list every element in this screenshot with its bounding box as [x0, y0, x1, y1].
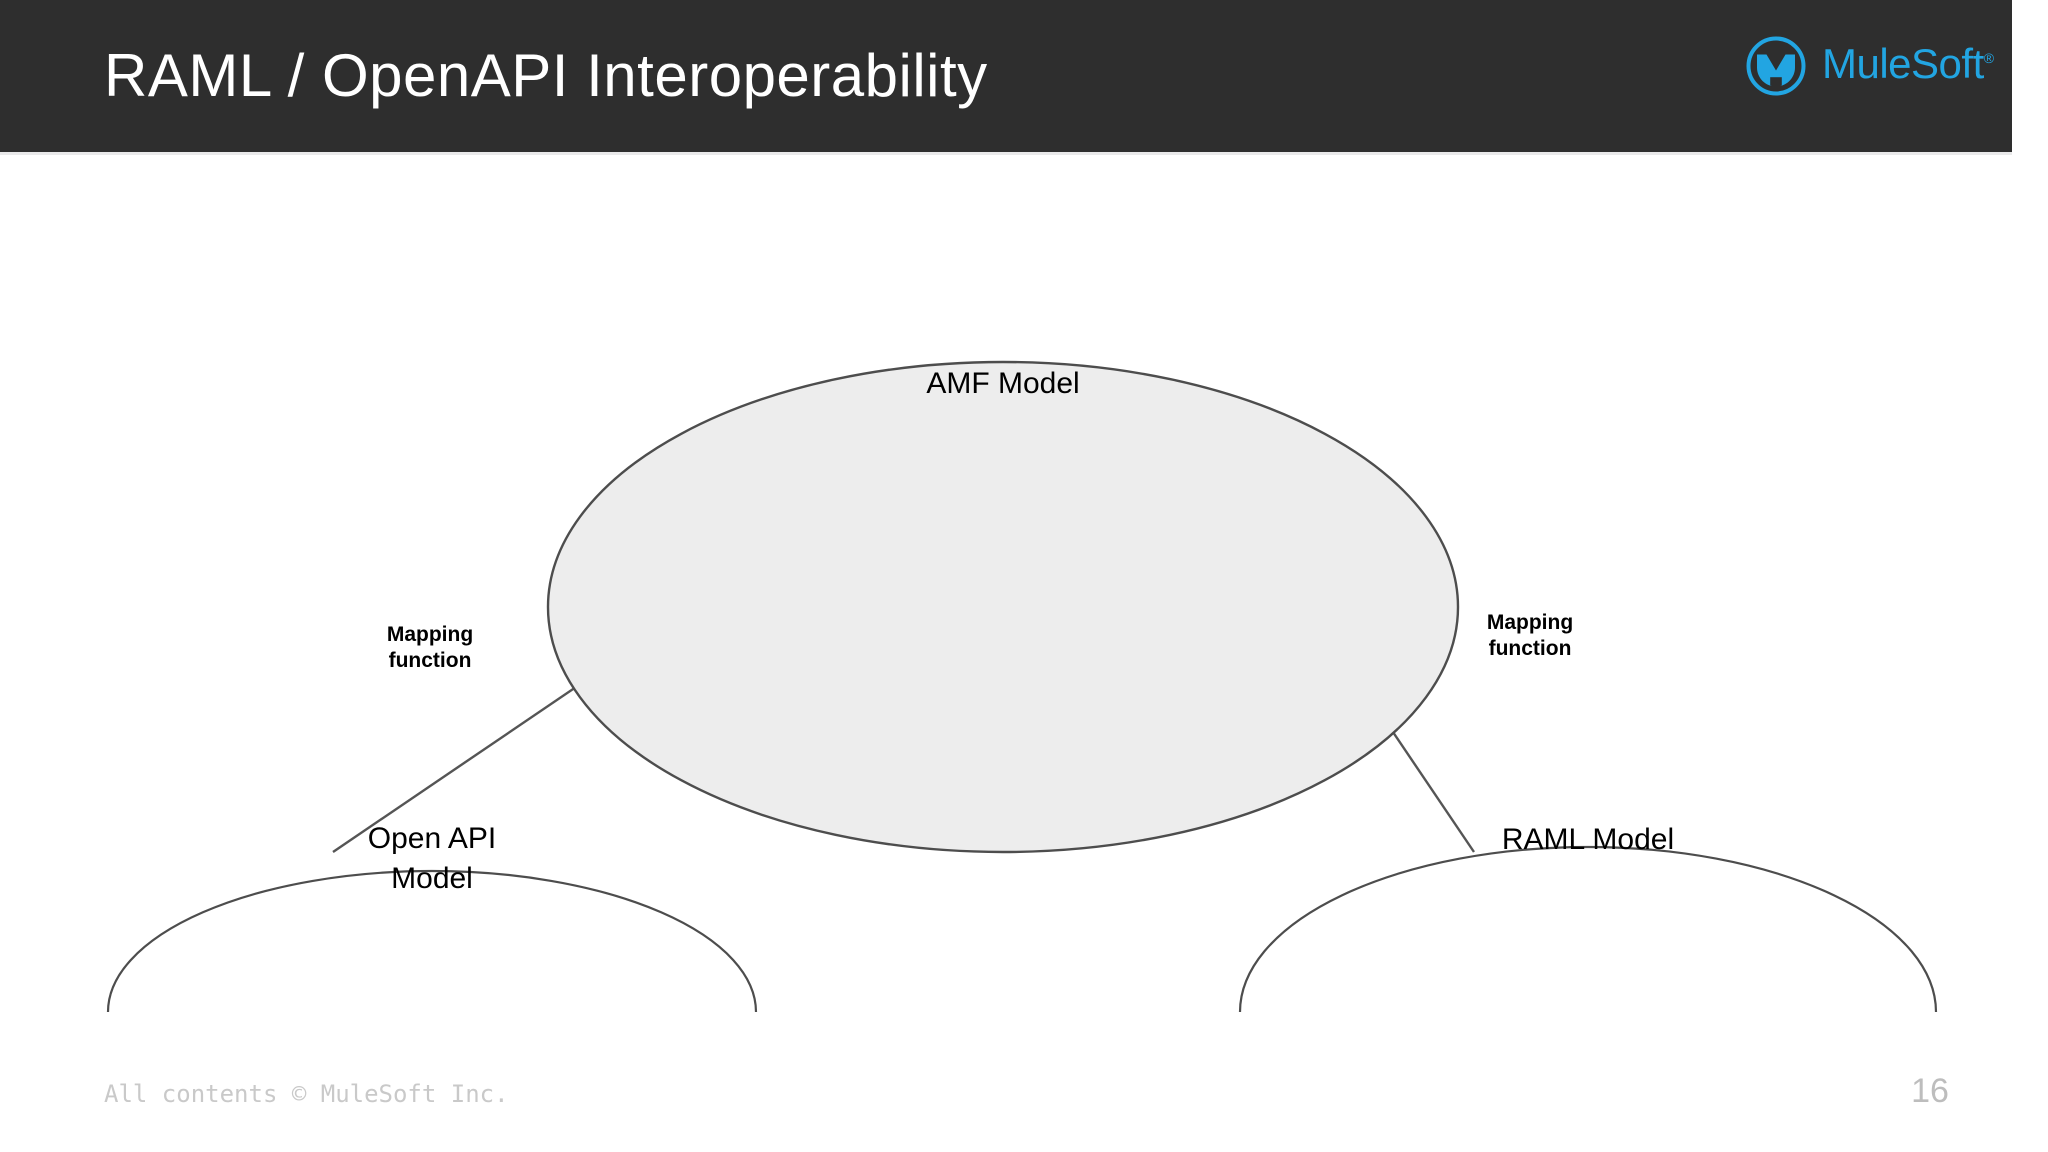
page-number: 16: [1911, 1072, 1949, 1110]
brand-trademark: ®: [1983, 50, 1994, 66]
diagram-svg: [106, 360, 1937, 1152]
footer-copyright: All contents © MuleSoft Inc.: [104, 1080, 509, 1108]
mulesoft-m-circle-icon: [1744, 34, 1808, 98]
edge-label-mapping-function-right: Mapping function: [1486, 611, 1574, 660]
mulesoft-wordmark: MuleSoft®: [1822, 43, 1994, 85]
interoperability-diagram: AMF Model Open API Model RAML Model Mapp…: [0, 152, 2048, 1152]
header-divider: [0, 152, 2012, 155]
edge-label-mapping-function-left: Mapping function: [386, 623, 474, 672]
slide-header-bar: [0, 0, 2012, 152]
mulesoft-logo: MuleSoft®: [1744, 33, 1994, 99]
node-openapi-model[interactable]: [106, 869, 758, 1152]
page-title: RAML / OpenAPI Interoperability: [104, 42, 988, 109]
node-raml-model[interactable]: [1239, 845, 1937, 1152]
node-amf-model[interactable]: [546, 360, 1460, 854]
brand-name-text: MuleSoft: [1822, 40, 1984, 87]
